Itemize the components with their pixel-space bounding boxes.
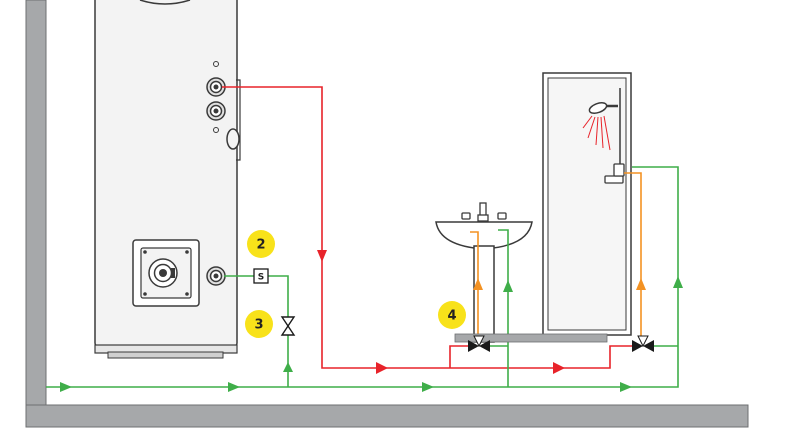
arrow-right-icon <box>376 362 388 374</box>
badge-3-label: 3 <box>254 318 263 333</box>
arrow-up-icon <box>283 362 293 372</box>
left-wall <box>25 0 47 411</box>
valve-icon <box>468 335 490 352</box>
valve-mounting-bar <box>454 333 608 343</box>
hot-water-flow-arrows <box>317 250 565 374</box>
sensor-icon: S <box>253 268 269 284</box>
shower-cabin <box>542 72 632 336</box>
wall-and-floor <box>25 0 749 428</box>
arrow-up-icon <box>673 276 683 288</box>
badge-4-label: 4 <box>447 309 456 324</box>
water-heater-tank <box>94 0 241 359</box>
basin-mixing-valve <box>454 333 608 352</box>
badge-3: 3 <box>245 310 273 338</box>
cold-water-flow-arrows <box>60 276 683 392</box>
floor <box>25 404 749 428</box>
shower-mixing-valve <box>632 335 654 352</box>
cold-inlet-connector-icon <box>206 266 226 286</box>
tap-icon <box>461 202 507 222</box>
thermostat-dial-icon <box>148 258 178 288</box>
hot-water-pipe <box>222 86 638 369</box>
valve-icon <box>632 335 654 352</box>
arrow-right-icon <box>620 382 632 392</box>
badge-2-label: 2 <box>256 238 265 253</box>
control-panel <box>132 239 200 307</box>
shower-head-icon <box>588 102 618 114</box>
arrow-up-icon <box>473 278 483 290</box>
arrow-right-icon <box>60 382 72 392</box>
basin-bowl <box>435 221 533 250</box>
anode-cap-icon <box>226 128 240 150</box>
badge-2: 2 <box>247 230 275 258</box>
arrow-up-icon <box>503 280 513 292</box>
tank-side-bracket <box>236 79 241 161</box>
small-port-icon <box>213 61 219 67</box>
arrow-right-icon <box>422 382 434 392</box>
tank-top-cap <box>139 0 191 5</box>
arrow-up-icon <box>636 278 646 290</box>
basin-pedestal <box>473 245 495 343</box>
sensor-label: S <box>258 273 264 283</box>
badge-4: 4 <box>438 301 466 329</box>
shower-mixer-icon <box>604 163 625 184</box>
stop-valve-icon <box>280 316 296 336</box>
shower-spray-icon <box>582 115 611 151</box>
arrow-right-icon <box>553 362 565 374</box>
arrow-right-icon <box>228 382 240 392</box>
mixed-water-flow-arrows <box>473 278 646 290</box>
arrow-down-icon <box>317 250 327 262</box>
hot-outlet-connector-icon <box>206 77 226 97</box>
shower-glass-panel <box>547 77 627 331</box>
tank-feet <box>107 351 224 359</box>
small-port-icon <box>213 127 219 133</box>
recirculation-connector-icon <box>206 101 226 121</box>
